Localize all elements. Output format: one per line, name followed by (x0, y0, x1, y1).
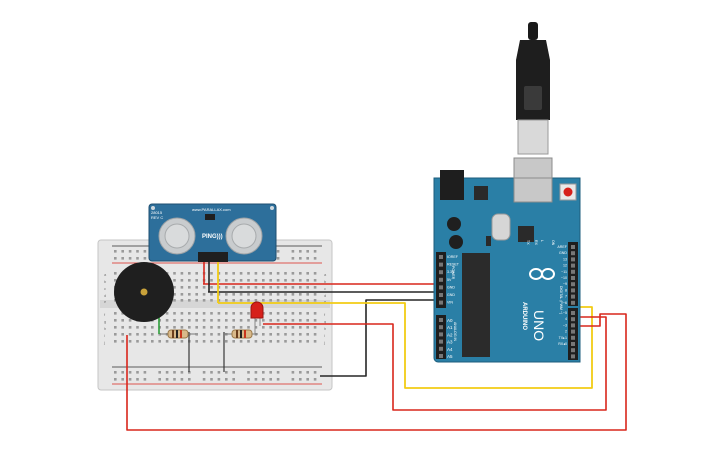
digital-pin-label: ~5 (563, 311, 567, 315)
row-letter: c (324, 286, 326, 291)
status-led-label: RX (534, 240, 538, 246)
row-letter: d (104, 293, 106, 298)
power-pin-label: 5V (447, 278, 452, 282)
row-letter: h (324, 326, 326, 331)
arduino-logo (529, 268, 555, 280)
arduino-brand: ARDUINO (521, 302, 527, 330)
digital-pin-label: 2 (565, 330, 567, 334)
analog-pin-label: A0 (447, 318, 453, 323)
sensor-rev: REV C (151, 215, 163, 220)
digital-pin-label: ~10 (561, 276, 567, 280)
wire-buzzer-red (126, 313, 627, 431)
digital-pin-label: 12 (563, 264, 567, 268)
row-letter: g (104, 319, 106, 324)
status-led-label: TX (526, 240, 530, 245)
led (250, 301, 264, 334)
row-letter: a (324, 272, 327, 277)
digital-pin-label: ~9 (563, 282, 567, 286)
power-pin-label: VIN (447, 301, 453, 305)
row-letter: g (324, 319, 326, 324)
row-letter: e (104, 299, 107, 304)
power-title: POWER (451, 266, 455, 280)
power-pin-label: GND (447, 293, 455, 297)
usb-cable (513, 22, 553, 195)
power-pin-label: 3.3V (447, 270, 455, 274)
wire-gnd-black-2 (320, 299, 436, 377)
row-letter: d (324, 293, 326, 298)
row-letter: h (104, 326, 106, 331)
status-led-label: L (540, 240, 544, 242)
digital-pin-label: ~6 (563, 301, 567, 305)
digital-pin-labels: AREF GND 13 12 ~11 ~10 ~9 8 7 ~6 ~5 4 ~3 2TX▸1RX◂0 (557, 245, 567, 346)
sensor-brand: www.PARALLAX.com (192, 207, 231, 212)
analog-title: ANALOG IN (453, 322, 457, 342)
digital-pin-label: TX▸1 (559, 336, 567, 340)
analog-pin-label: A3 (447, 340, 453, 345)
piezo-buzzer (114, 262, 174, 322)
status-led-label: ON (551, 240, 555, 246)
row-letter: c (104, 286, 106, 291)
analog-pin-label: A1 (447, 325, 453, 330)
digital-pin-label: 7 (565, 295, 567, 299)
digital-pin-label: ~11 (561, 270, 567, 274)
arduino-model: UNO (531, 310, 547, 341)
analog-pin-label: A2 (447, 332, 453, 337)
row-letter: i (324, 333, 325, 338)
row-letter: b (104, 279, 107, 284)
digital-pin-label: AREF (557, 245, 567, 249)
digital-pin-label: 8 (565, 288, 567, 292)
row-letter: e (324, 299, 327, 304)
analog-pin-label: A4 (447, 347, 453, 352)
power-pin-label: GND (447, 285, 455, 289)
power-pin-label: IOREF (447, 255, 459, 259)
sensor-name: PING))) (202, 234, 223, 240)
wire-signal-yellow (218, 302, 593, 389)
resistor-1 (160, 329, 196, 339)
row-letter: j (323, 340, 325, 345)
digital-pin-label: 13 (563, 257, 567, 261)
row-letter: j (103, 340, 105, 345)
row-letter: f (104, 312, 106, 317)
row-letter: b (324, 279, 327, 284)
digital-title: DIGITAL (PWM ~) (559, 286, 563, 314)
row-letter: i (104, 333, 105, 338)
resistor-2 (224, 329, 258, 339)
digital-pin-label: GND (559, 251, 567, 255)
digital-pin-label: RX◂0 (558, 342, 567, 346)
arduino-uno: ARDUINO UNO IOREF RESET 3.3V 5V GND GND VIN A0… (433, 170, 581, 363)
power-pin-label: RESET (447, 263, 460, 267)
analog-pin-label: A5 (447, 354, 453, 359)
power-pin-labels: IOREF RESET 3.3V 5V GND GND VIN (447, 255, 460, 305)
digital-pin-label: ~3 (563, 323, 567, 327)
arduino-header-pins (439, 245, 575, 359)
sensor-model: 28015 (151, 210, 163, 215)
wires (126, 283, 627, 431)
ultrasonic-sensor: 28015 REV C www.PARALLAX.com PING))) (148, 203, 277, 303)
row-letter: a (104, 272, 107, 277)
row-letter: f (324, 312, 326, 317)
digital-pin-label: 4 (565, 317, 567, 321)
